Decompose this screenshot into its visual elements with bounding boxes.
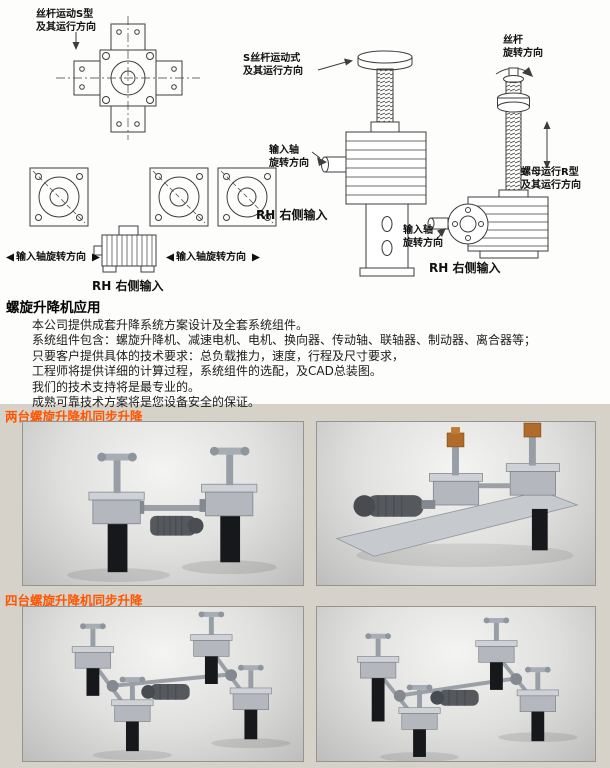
screw-jack [201, 446, 258, 563]
photo-two-jacks-2 [316, 421, 596, 586]
label-screw-motion-s: 丝杆运动S型 及其运行方向 [36, 9, 96, 33]
label-nut-travel-r: 螺母运行R型 及其运行方向 [521, 167, 581, 191]
two-jack-illustration [335, 422, 579, 568]
arrow-left-icon [6, 253, 14, 262]
label-screw-rotation: 丝杆 旋转方向 [503, 35, 543, 59]
four-jack-illustration [71, 611, 291, 761]
leader-line [317, 61, 347, 71]
motor-drawing [93, 225, 157, 273]
paragraph: 工程师将提供详细的计算过程，系统组件的选配，及CAD总装图。 [32, 364, 382, 379]
arrow-right-icon [344, 58, 353, 66]
screw-jack [88, 452, 145, 573]
label-rh-input-right: RH 右侧输入 [429, 261, 501, 275]
label-s-screw-type: S丝杆运动式 及其运行方向 [243, 53, 303, 77]
label-rh-input-bottom: RH 右侧输入 [92, 279, 164, 293]
section-label-two-jacks: 两台螺旋升降机同步升降 [5, 409, 143, 424]
gearbox-top-view-drawing [56, 16, 200, 140]
page-title: 螺旋升降机应用 [6, 300, 101, 316]
photo-four-jacks-2 [316, 606, 596, 762]
screw-jack [475, 617, 518, 690]
screw-jack [71, 623, 114, 696]
drive-shaft [138, 504, 206, 511]
screw-jack [190, 611, 233, 684]
label-rh-input-mid: RH 右侧输入 [256, 208, 328, 222]
arrow-down-icon [72, 42, 80, 50]
technical-drawings: 丝杆运动S型 及其运行方向 S丝杆运动式 及其运行方向 丝杆 旋转方向 螺母运行… [0, 0, 610, 295]
screw-jack-r-type-drawing [427, 67, 551, 259]
photo-two-jacks-1 [22, 421, 304, 586]
label-input-shaft-rotation-mid: 输入轴旋转方向 [176, 252, 246, 263]
screw-jack [357, 633, 400, 722]
label-input-shaft-rotation-left: 输入轴旋转方向 [16, 252, 86, 263]
screw-jack [398, 684, 441, 757]
flange-plate-drawings [29, 167, 277, 227]
photo-four-jacks-1 [22, 606, 304, 762]
section-label-four-jacks: 四台螺旋升降机同步升降 [5, 593, 143, 608]
paragraph: 我们的技术支持将是最专业的。 [32, 379, 201, 394]
technical-drawing-svg [6, 16, 551, 277]
screw-jack-s-type-drawing [311, 50, 427, 277]
arrow-right-icon [92, 253, 100, 262]
motor [150, 515, 204, 536]
drive-shaft [478, 483, 511, 489]
base-plate [335, 490, 579, 557]
screw-jack [229, 664, 272, 740]
label-input-shaft-mid-jack: 输入轴 旋转方向 [269, 145, 309, 169]
paragraph: 只要客户提供具体的技术要求：总负载推力，速度，行程及尺寸要求， [32, 348, 405, 363]
motor [353, 495, 436, 517]
screw-jack [111, 676, 154, 752]
intro-text: 螺旋升降机应用 本公司提供成套升降系统方案设计及全套系统组件。 系统组件包含：螺… [6, 296, 604, 410]
arrow-right-icon [252, 253, 260, 262]
paragraph: 系统组件包含：螺旋升降机、减速电机、电机、换向器、传动轴、联轴器、制动器、离合器… [32, 333, 537, 348]
photo-grid-row-2 [22, 606, 596, 762]
two-jack-illustration [67, 446, 277, 583]
motor [141, 684, 190, 700]
screw-jack [516, 666, 559, 742]
screw-jack [505, 422, 560, 496]
motor [430, 689, 479, 706]
four-jack-illustration [357, 617, 578, 761]
paragraph: 本公司提供成套升降系统方案设计及全套系统组件。 [32, 318, 309, 332]
screw-jack [428, 427, 484, 506]
label-input-shaft-right-jack: 输入轴 旋转方向 [403, 225, 443, 249]
photo-grid-row-1 [22, 421, 596, 586]
paragraph: 成熟可靠技术方案将是您设备安全的保证。 [32, 395, 261, 410]
arrow-left-icon [166, 253, 174, 262]
